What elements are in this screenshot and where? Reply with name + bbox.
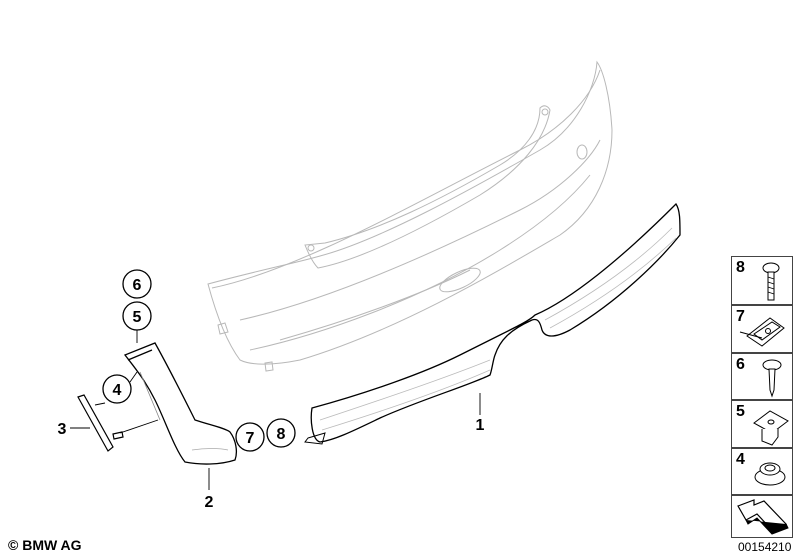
legend-panel-4: 4 (731, 448, 793, 495)
legend-num-4: 4 (736, 451, 745, 468)
svg-text:5: 5 (133, 309, 142, 326)
legend-num-6: 6 (736, 356, 745, 373)
part-3-reflector (77, 394, 124, 452)
part-1-diffuser-trim (310, 202, 681, 443)
part-1-diffuser-ribs (319, 227, 677, 431)
svg-text:6: 6 (133, 277, 142, 294)
legend-panel-5: 5 (731, 400, 793, 448)
legend-num-5: 5 (736, 403, 745, 420)
document-number: 00154210 (738, 540, 792, 554)
svg-text:4: 4 (113, 382, 122, 399)
callout-7: 7 (235, 422, 265, 452)
square-nut-clip-icon (753, 410, 789, 446)
clip-nut-icon (739, 317, 785, 347)
callout-2: 2 (205, 494, 214, 511)
legend-num-7: 7 (736, 308, 745, 325)
legend-panel-arrow (731, 495, 793, 538)
direction-arrow-icon (737, 499, 789, 535)
rear-bumper-outline (207, 60, 613, 372)
self-tapping-screw-icon (762, 359, 782, 398)
copyright-label: © BMW AG (8, 537, 82, 553)
grommet-icon (754, 462, 786, 486)
svg-text:8: 8 (277, 426, 286, 443)
callout-1: 1 (476, 417, 485, 434)
part-1-lip (304, 432, 326, 445)
part-2-side-trim (123, 342, 237, 465)
pan-head-screw-icon (762, 262, 780, 301)
callout-8: 8 (266, 418, 296, 448)
legend-panel-8: 8 (731, 256, 793, 305)
callout-5: 5 (122, 301, 152, 331)
callout-6: 6 (122, 269, 152, 299)
svg-text:7: 7 (246, 430, 255, 447)
legend-num-8: 8 (736, 259, 745, 276)
legend-panel-6: 6 (731, 353, 793, 400)
legend-panel-7: 7 (731, 305, 793, 353)
callout-3: 3 (58, 421, 67, 438)
leader-lines (70, 327, 481, 490)
callout-4: 4 (102, 374, 132, 404)
